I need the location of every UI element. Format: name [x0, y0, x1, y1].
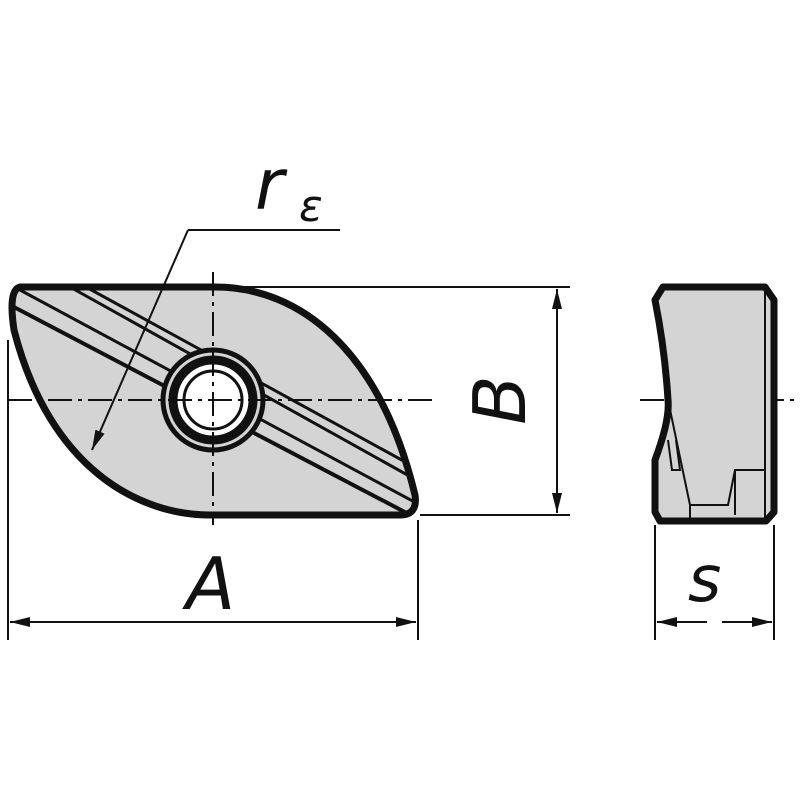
corner-radius-subscript: ε — [299, 181, 323, 232]
side-view-outline — [651, 283, 778, 525]
dimension-b — [230, 286, 570, 516]
dimension-a — [7, 340, 419, 640]
dimension-b-label: B — [458, 375, 542, 425]
dimension-s — [654, 525, 775, 640]
insert-top-view — [8, 283, 419, 519]
dimension-a-label: A — [186, 542, 236, 626]
insert-side-view — [651, 283, 778, 525]
corner-radius-leader — [91, 229, 340, 451]
dimension-s-label: s — [688, 543, 722, 617]
corner-radius-label: r — [255, 144, 284, 226]
